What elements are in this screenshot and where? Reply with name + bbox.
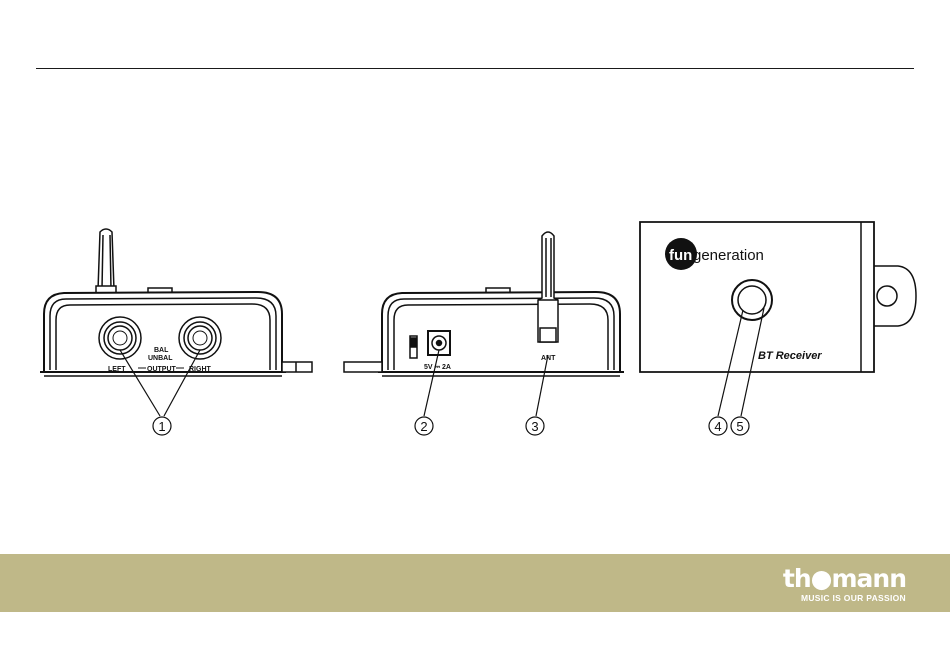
callout-1-label: 1 (158, 419, 165, 434)
callout-5-label: 5 (736, 419, 743, 434)
product-label: BT Receiver (758, 350, 822, 362)
power-label: 5V ⎓ 2A (424, 364, 451, 371)
left-label: LEFT (108, 366, 126, 373)
callout-1: 1 (153, 417, 171, 435)
brand-tagline: MUSIC IS OUR PASSION (756, 592, 906, 604)
right-label: RIGHT (189, 366, 212, 373)
logo-fun: fun (669, 247, 692, 264)
callout-3: 3 (526, 417, 544, 435)
output-label: OUTPUT (147, 366, 177, 373)
brand-name: th●mann (756, 566, 906, 592)
unbal-label: UNBAL (148, 355, 173, 362)
bal-label: BAL (154, 347, 169, 354)
callout-5: 5 (731, 417, 749, 435)
thomann-logo[interactable]: th●mann MUSIC IS OUR PASSION (756, 566, 906, 606)
callout-2-label: 2 (420, 419, 427, 434)
callout-4: 4 (709, 417, 727, 435)
footer-bar: th●mann MUSIC IS OUR PASSION (0, 554, 950, 612)
front-view (40, 229, 312, 376)
logo-generation: generation (693, 247, 764, 264)
callout-4-label: 4 (714, 419, 721, 434)
rear-view (344, 232, 624, 376)
callout-3-label: 3 (531, 419, 538, 434)
antenna-label: ANT (541, 355, 556, 362)
callout-2: 2 (415, 417, 433, 435)
